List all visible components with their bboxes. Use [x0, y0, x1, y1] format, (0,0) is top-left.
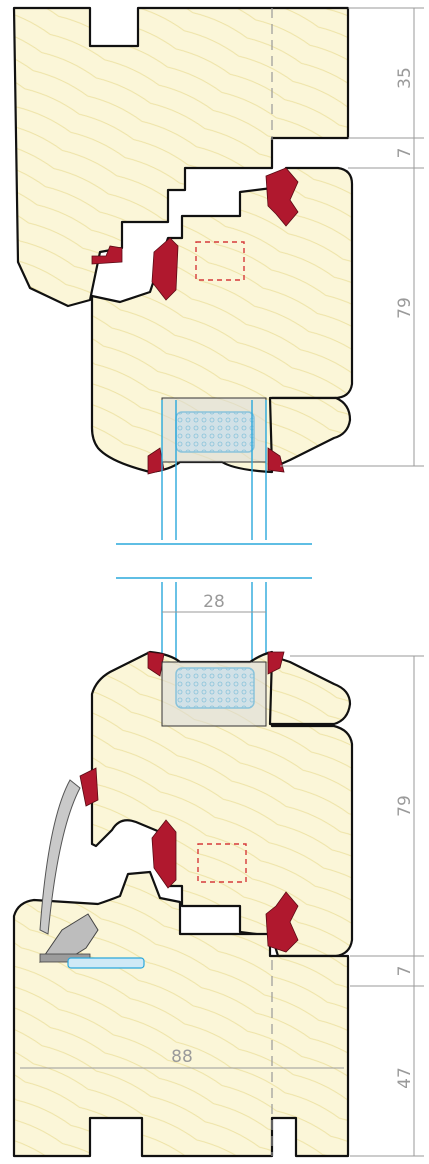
top-sash-seal-outer [91, 245, 123, 265]
dimension-label-bottom-frame: 47 [395, 1067, 415, 1089]
top-frame-seal [265, 167, 299, 227]
bottom-sash-seal-inner [151, 819, 177, 889]
bottom-hardware-outline [197, 843, 247, 883]
bottom-glass-seal-left [147, 651, 165, 677]
dimension-label-top-gap: 7 [395, 148, 415, 159]
bottom-frame-profile [12, 870, 350, 1158]
bottom-sash-seal-outer [79, 767, 99, 807]
dimension-lines [20, 7, 424, 1157]
dimension-label-top-frame: 35 [395, 67, 415, 89]
top-sash-seal-inner [151, 237, 179, 301]
fixing-screw [67, 957, 145, 969]
dimension-label-glass-thickness: 28 [203, 592, 225, 612]
dimension-label-top-sash: 79 [395, 297, 415, 319]
bottom-frame-seal [265, 891, 299, 953]
dimension-label-frame-width: 88 [171, 1047, 193, 1067]
top-glass-seal-left [147, 447, 165, 475]
top-glass-edge-seal [161, 397, 267, 463]
top-frame-profile [12, 6, 350, 308]
dimension-label-bottom-gap: 7 [395, 966, 415, 977]
top-glazing-bead [268, 396, 352, 470]
drip-cap-profile [39, 779, 81, 935]
bottom-glazing-bead [268, 654, 352, 726]
top-hardware-outline [195, 241, 245, 281]
bottom-glass-seal-right [267, 651, 285, 675]
dimension-label-bottom-sash: 79 [395, 795, 415, 817]
bottom-glass-edge-seal [161, 661, 267, 727]
